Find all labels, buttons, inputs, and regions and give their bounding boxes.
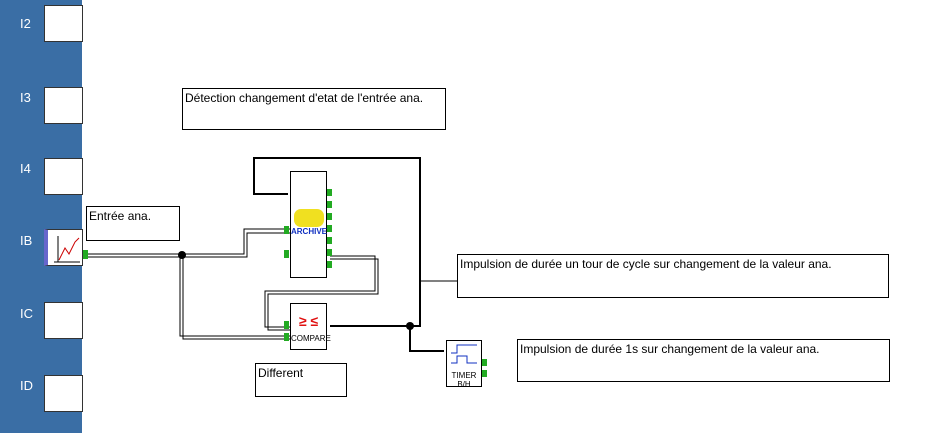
comment-different[interactable]: Different [255, 363, 347, 397]
input-label-ic: IC [20, 306, 33, 321]
analog-graph-icon [54, 236, 80, 263]
input-label-id: ID [20, 378, 33, 393]
input-slot-i2[interactable] [44, 5, 83, 42]
junction-node [406, 322, 414, 330]
wire-loop [253, 157, 421, 327]
wire-archive-compare [264, 255, 379, 331]
timer-block[interactable]: TIMER B/H [446, 340, 482, 389]
input-slot-ib-analog[interactable] [44, 229, 83, 266]
wire-double-2 [182, 257, 290, 340]
input-sidebar: I2 I3 I4 IB IC ID [0, 0, 83, 433]
archive-block[interactable]: ARCHIVE [290, 171, 327, 278]
comment-detection[interactable]: Détection changement d'etat de l'entrée … [182, 88, 446, 130]
input-label-i2: I2 [20, 16, 31, 31]
junction-node [178, 251, 186, 259]
pins [83, 189, 487, 377]
compare-label: COMPARE [291, 334, 331, 343]
archive-label: ARCHIVE [291, 227, 328, 236]
tape-icon [293, 209, 324, 227]
input-slot-id[interactable] [44, 375, 83, 412]
comment-cycle[interactable]: Impulsion de durée un tour de cycle sur … [457, 254, 889, 298]
input-label-i3: I3 [20, 90, 31, 105]
wire-timer [409, 326, 444, 352]
comment-pulse-1s[interactable]: Impulsion de durée 1s sur changement de … [517, 339, 890, 382]
input-label-i4: I4 [20, 161, 31, 176]
compare-icon: ≥ ≤ [298, 313, 319, 329]
input-slot-i4[interactable] [44, 158, 83, 195]
comment-entree[interactable]: Entrée ana. [86, 206, 180, 241]
compare-block[interactable]: ≥ ≤ COMPARE [290, 303, 331, 350]
input-label-ib: IB [20, 233, 33, 248]
timer-label: TIMER B/H [451, 371, 477, 389]
timer-pulse-icon [451, 344, 477, 364]
input-slot-i3[interactable] [44, 87, 83, 124]
wire-double [86, 228, 290, 337]
input-slot-ic[interactable] [44, 302, 83, 339]
